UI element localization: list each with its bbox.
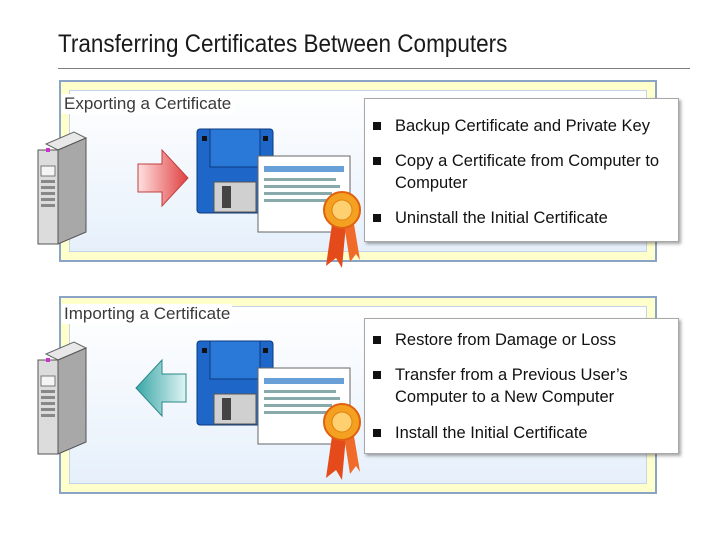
export-bullet-3: Uninstall the Initial Certificate bbox=[373, 207, 674, 229]
arrow-right-icon bbox=[137, 148, 189, 208]
import-bullet-1: Restore from Damage or Loss bbox=[373, 329, 674, 351]
floppy-disk-icon bbox=[196, 340, 274, 426]
bullet-icon bbox=[373, 429, 381, 437]
server-icon bbox=[37, 131, 88, 245]
export-bullet-1: Backup Certificate and Private Key bbox=[373, 115, 674, 137]
bullet-icon bbox=[373, 371, 381, 379]
export-heading: Exporting a Certificate bbox=[62, 94, 234, 114]
import-bullet-2: Transfer from a Previous User’s Computer… bbox=[373, 364, 674, 408]
export-bullet-2: Copy a Certificate from Computer to Comp… bbox=[373, 150, 674, 194]
import-heading: Importing a Certificate bbox=[62, 304, 233, 324]
title-divider bbox=[58, 68, 690, 69]
export-bullet-box: Backup Certificate and Private Key Copy … bbox=[364, 98, 679, 242]
import-bullet-3: Install the Initial Certificate bbox=[373, 422, 674, 444]
bullet-icon bbox=[373, 336, 381, 344]
page-title: Transferring Certificates Between Comput… bbox=[58, 30, 508, 58]
import-bullet-box: Restore from Damage or Loss Transfer fro… bbox=[364, 318, 679, 454]
server-icon bbox=[37, 341, 88, 455]
floppy-disk-icon bbox=[196, 128, 274, 214]
certificate-icon bbox=[257, 155, 361, 268]
certificate-icon bbox=[257, 367, 361, 480]
bullet-icon bbox=[373, 214, 381, 222]
bullet-icon bbox=[373, 122, 381, 130]
bullet-icon bbox=[373, 157, 381, 165]
arrow-left-icon bbox=[135, 358, 187, 418]
